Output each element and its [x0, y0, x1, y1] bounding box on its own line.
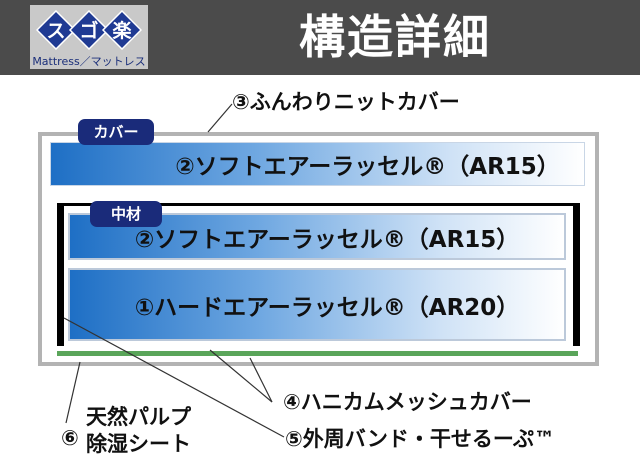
layer-core-lower-label: ①ハードエアーラッセル®（AR20） [134, 294, 520, 321]
logo-char-2: ゴ [79, 19, 98, 42]
callout-honeycomb-mesh: ④ハニカムメッシュカバー [283, 390, 532, 414]
leader-knit-cover [207, 103, 233, 133]
perimeter-band-top [57, 203, 580, 206]
layer-core-upper-label: ②ソフトエアーラッセル®（AR15） [134, 226, 520, 253]
page-title: 構造詳細 [299, 10, 491, 64]
logo-char-3: 楽 [112, 19, 132, 42]
logo-subtitle: Mattress／マットレス [32, 55, 146, 68]
callout-pulp-sheet-line1: 天然パルプ [86, 405, 191, 429]
page-header: ス ゴ 楽 Mattress／マットレス 構造詳細 [0, 0, 640, 75]
brand-logo: ス ゴ 楽 Mattress／マットレス [30, 5, 148, 69]
callout-perimeter-band: ⑤外周バンド・干せるーぷ™ [285, 427, 555, 451]
layer-cover: ②ソフトエアーラッセル®（AR15） [50, 142, 585, 186]
callout-pulp-sheet-line2: 除湿シート [86, 432, 191, 456]
logo-diamond-2 [68, 10, 110, 50]
leader-pulp-sheet [65, 361, 81, 424]
layer-core-lower: ①ハードエアーラッセル®（AR20） [68, 268, 566, 341]
tag-core: 中材 [90, 201, 162, 227]
tag-cover: カバー [78, 119, 154, 145]
callout-pulp-sheet-circle: ⑥ [61, 426, 79, 450]
honeycomb-mesh-line [57, 351, 578, 356]
logo-char-1: ス [46, 20, 65, 42]
logo-diamonds: ス ゴ 楽 [36, 10, 142, 50]
logo-diamond-3 [101, 10, 142, 50]
layer-cover-label: ②ソフトエアーラッセル®（AR15） [175, 154, 560, 180]
logo-diamond-1 [36, 10, 77, 50]
callout-knit-cover: ③ふんわりニットカバー [232, 90, 460, 114]
perimeter-band-left [57, 203, 64, 346]
perimeter-band-right [573, 203, 580, 346]
